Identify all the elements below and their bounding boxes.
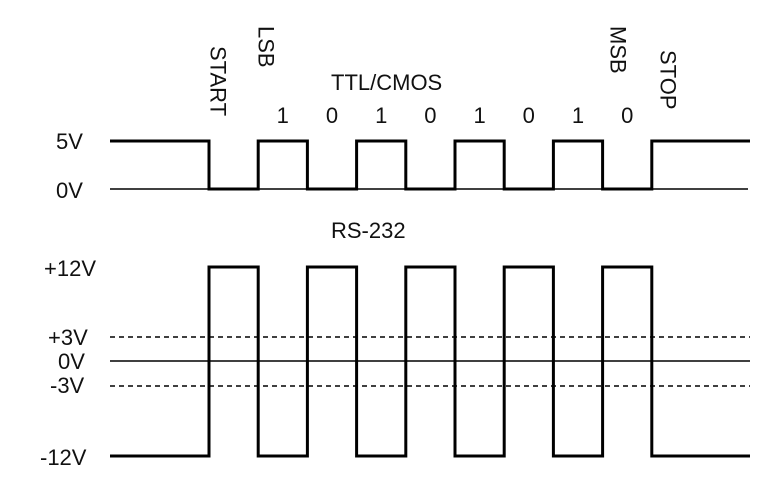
- rs232-minus12v-label: -12V: [40, 445, 87, 470]
- bit-value-6: 0: [523, 103, 535, 128]
- start-label: START: [206, 46, 231, 116]
- stop-label: STOP: [656, 50, 681, 110]
- ttl-waveform: [110, 139, 750, 191]
- bit-value-5: 1: [473, 103, 485, 128]
- bit-value-8: 0: [621, 103, 633, 128]
- rs232-minus3v-label: -3V: [50, 373, 85, 398]
- bit-value-1: 1: [277, 103, 289, 128]
- bit-value-2: 0: [326, 103, 338, 128]
- rs232-title: RS-232: [331, 218, 406, 243]
- ttl-0v-label: 0V: [56, 178, 83, 203]
- rs232-plus12v-label: +12V: [44, 256, 96, 281]
- ttl-cmos-title: TTL/CMOS: [331, 70, 442, 95]
- rs232-plus3v-label: +3V: [48, 325, 88, 350]
- msb-label: MSB: [606, 26, 631, 74]
- rs232-0v-label: 0V: [58, 349, 85, 374]
- ttl-5v-label: 5V: [56, 129, 83, 154]
- lsb-label: LSB: [254, 26, 279, 68]
- bit-value-7: 1: [572, 103, 584, 128]
- bit-values: 1 0 1 0 1 0 1 0: [277, 103, 634, 128]
- bit-value-3: 1: [375, 103, 387, 128]
- rs232-waveform: [110, 265, 750, 458]
- bit-value-4: 0: [424, 103, 436, 128]
